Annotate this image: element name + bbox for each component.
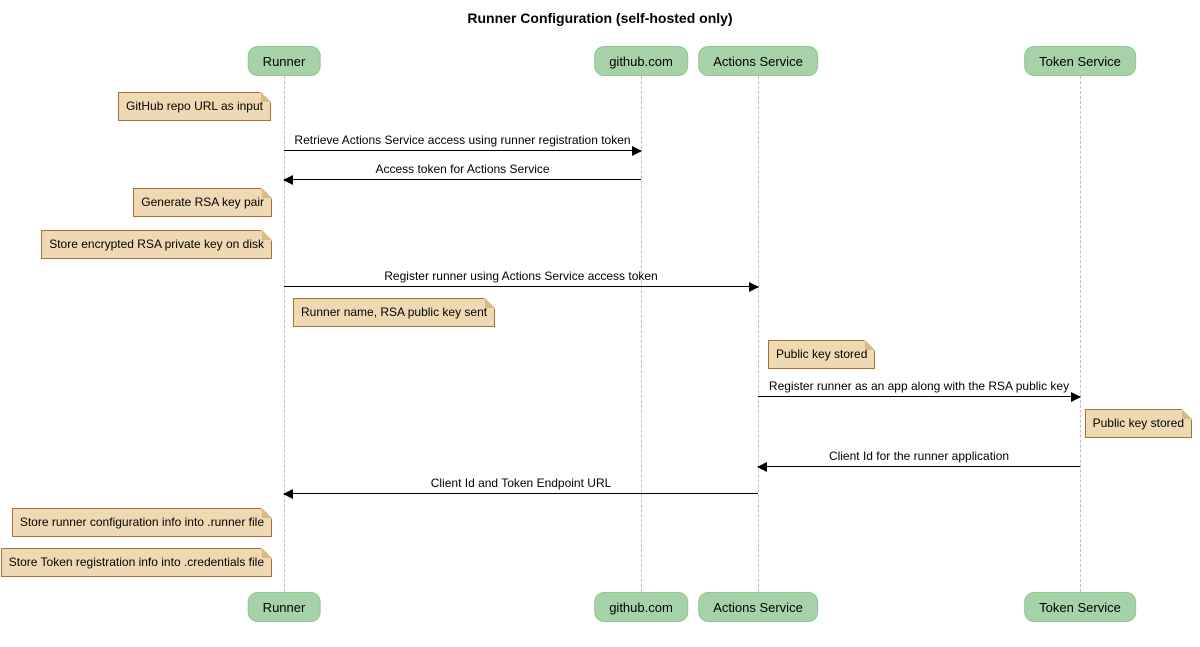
message-arrow (283, 175, 641, 185)
participant-bottom-token-service: Token Service (1024, 592, 1136, 622)
message-arrow (758, 392, 1081, 402)
note-github-repo-url: GitHub repo URL as input (118, 92, 271, 121)
participant-bottom-github: github.com (594, 592, 688, 622)
participant-top-token-service: Token Service (1024, 46, 1136, 76)
lifeline-token-service (1080, 76, 1081, 592)
participant-top-github: github.com (594, 46, 688, 76)
message-retrieve-actions-access: Retrieve Actions Service access using ru… (284, 133, 642, 156)
arrowhead-left-icon (283, 489, 293, 499)
message-register-runner: Register runner using Actions Service ac… (284, 269, 759, 292)
lifeline-actions-service (758, 76, 759, 592)
message-label: Access token for Actions Service (375, 162, 550, 176)
arrowhead-right-icon (1071, 392, 1081, 402)
participant-bottom-actions-service: Actions Service (698, 592, 818, 622)
lifeline-runner (284, 76, 285, 592)
message-arrow (757, 462, 1080, 472)
arrowhead-right-icon (749, 282, 759, 292)
lifeline-github (641, 76, 642, 592)
message-label: Retrieve Actions Service access using ru… (294, 133, 631, 147)
participant-bottom-runner: Runner (247, 592, 321, 622)
message-label: Client Id for the runner application (828, 449, 1010, 463)
note-public-key-stored-token: Public key stored (1084, 409, 1193, 438)
note-store-runner-config: Store runner configuration info into .ru… (11, 508, 273, 537)
message-access-token: Access token for Actions Service (283, 162, 641, 185)
message-register-runner-as-app: Register runner as an app along with the… (758, 379, 1081, 402)
participant-top-actions-service: Actions Service (698, 46, 818, 76)
message-label: Client Id and Token Endpoint URL (430, 476, 612, 490)
message-client-id-token-endpoint: Client Id and Token Endpoint URL (283, 476, 758, 499)
message-arrow (284, 146, 642, 156)
note-store-token-registration: Store Token registration info into .cred… (0, 548, 273, 577)
message-label: Register runner using Actions Service ac… (384, 269, 658, 283)
note-generate-rsa-key-pair: Generate RSA key pair (133, 188, 272, 217)
message-client-id-runner-app: Client Id for the runner application (757, 449, 1080, 472)
note-public-key-stored-actions: Public key stored (768, 340, 876, 369)
message-label: Register runner as an app along with the… (768, 379, 1070, 393)
arrowhead-right-icon (632, 146, 642, 156)
arrowhead-left-icon (757, 462, 767, 472)
participant-top-runner: Runner (247, 46, 321, 76)
note-runner-name-public-key-sent: Runner name, RSA public key sent (293, 298, 496, 327)
note-store-encrypted-private-key: Store encrypted RSA private key on disk (41, 230, 272, 259)
arrowhead-left-icon (283, 175, 293, 185)
message-arrow (284, 282, 759, 292)
message-arrow (283, 489, 758, 499)
diagram-title: Runner Configuration (self-hosted only) (467, 10, 733, 26)
